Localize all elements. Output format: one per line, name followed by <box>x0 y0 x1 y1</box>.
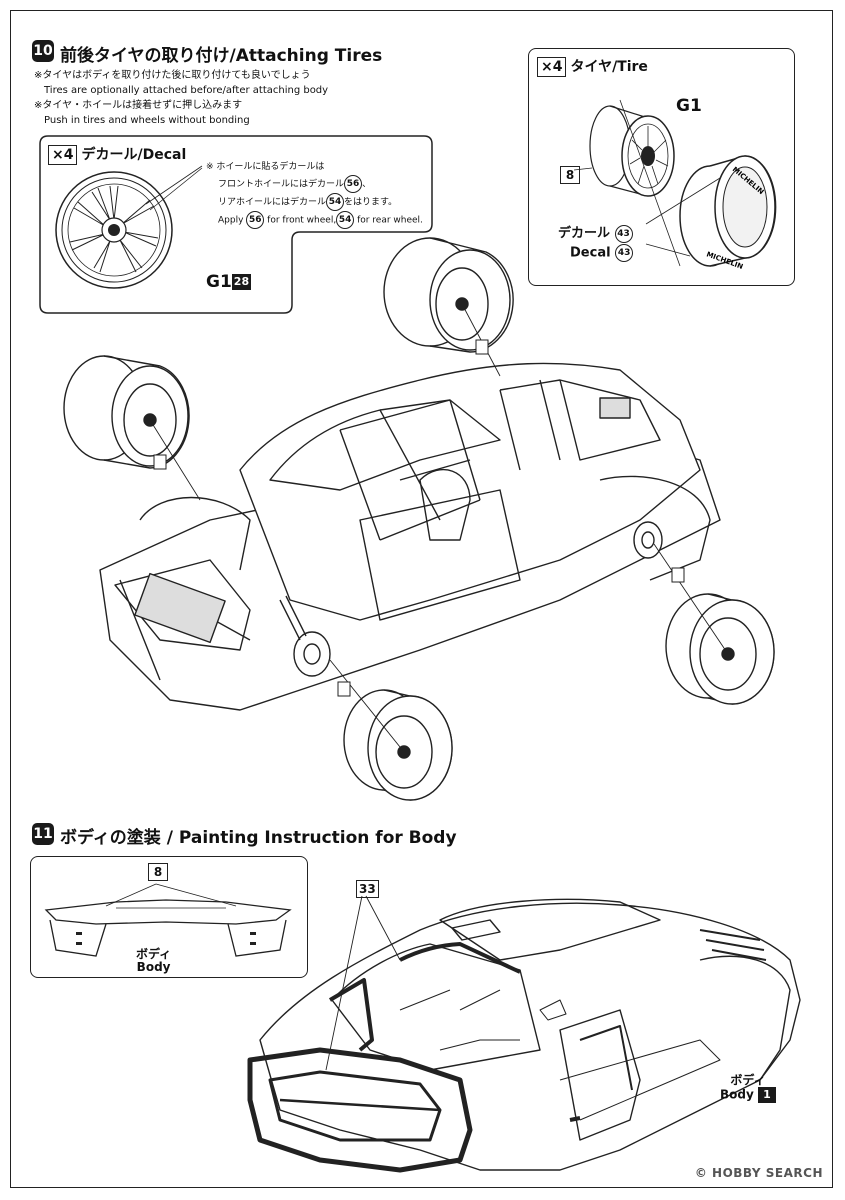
step-10-number: 10 <box>32 40 54 62</box>
wheel-decal-drawing <box>55 165 203 289</box>
decal-note-line3-end: をはります。 <box>344 197 398 208</box>
body-label-jp: ボディ <box>730 1073 766 1087</box>
front-right-tire <box>343 689 453 801</box>
rear-part-body-en: Body <box>136 960 171 974</box>
decal-multiplier: ×4 <box>48 145 78 165</box>
decal-note-line3: リアホイールにはデカール <box>218 197 327 208</box>
page-frame <box>10 10 833 1188</box>
step-10-title: 前後タイヤの取り付け/Attaching Tires <box>60 46 383 66</box>
rear-part-drawing <box>44 883 292 957</box>
tire-title-text: タイヤ/Tire <box>570 59 648 75</box>
decal-note-line4-end: for rear wheel. <box>357 215 423 226</box>
step-10-notes: ※タイヤはボディを取り付けた後に取り付けても良いでしょう Tires are o… <box>34 68 328 128</box>
step-11-number: 11 <box>32 823 54 845</box>
tire-decal-jp-text: デカール <box>558 226 611 241</box>
step-11-title: ボディの塗装 / Painting Instruction for Body <box>60 828 457 848</box>
note-1-en: Tires are optionally attached before/aft… <box>44 85 329 96</box>
decal-num-56: 56 <box>344 175 363 193</box>
decal-part-num: 28 <box>231 274 252 290</box>
rear-part-body-label: ボディ Body <box>136 948 171 974</box>
tire-multiplier: ×4 <box>537 57 567 77</box>
decal-num-54: 54 <box>326 193 345 211</box>
chassis-illustration <box>63 237 775 801</box>
body-label-en-row: Body 1 <box>720 1087 776 1103</box>
rear-part-body-jp: ボディ <box>136 947 172 961</box>
no-glue-markers <box>153 339 685 697</box>
decal-note-line2-end: 、 <box>362 179 372 190</box>
body-label: ボディ Body 1 <box>720 1074 776 1103</box>
decal-title-text: デカール/Decal <box>81 147 187 163</box>
tire-decal-num-en: 43 <box>615 244 634 262</box>
tire-decal-jp: デカール 43 <box>558 222 633 243</box>
decal-num-54-en: 54 <box>336 211 355 229</box>
watermark: © HOBBY SEARCH <box>694 1166 823 1180</box>
tire-decal-num-jp: 43 <box>614 224 633 243</box>
decal-note-line4: Apply <box>218 215 244 226</box>
body-label-en: Body <box>720 1087 754 1102</box>
tire-part-num: 8 <box>560 166 580 184</box>
rear-part-num: 8 <box>148 863 168 881</box>
tire-part-label: G1 <box>676 96 702 116</box>
body-num: 1 <box>758 1087 776 1103</box>
note-1-jp: ※タイヤはボディを取り付けた後に取り付けても良いでしょう <box>34 70 311 81</box>
decal-note-line4-mid: for front wheel, <box>267 215 337 226</box>
tire-decal-en-text: Decal <box>570 245 611 261</box>
note-2-en: Push in tires and wheels without bonding <box>44 115 250 126</box>
decal-note-line2: フロントホイールにはデカール <box>218 179 345 190</box>
tire-decal-en: Decal 43 <box>570 244 634 262</box>
decal-num-56-en: 56 <box>246 211 265 229</box>
body-part-num: 33 <box>356 880 379 898</box>
rear-left-tire <box>63 355 190 469</box>
tire-assembly-drawing: MICHELIN MICHELIN <box>573 99 777 271</box>
rear-tire-right <box>665 593 775 705</box>
note-2-jp: ※タイヤ・ホイールは接着せずに押し込みます <box>34 100 243 111</box>
decal-note-line1: ※ ホイールに貼るデカールは <box>206 162 325 172</box>
rear-right-tire <box>383 237 514 353</box>
decal-part-g1: G1 <box>206 272 232 292</box>
